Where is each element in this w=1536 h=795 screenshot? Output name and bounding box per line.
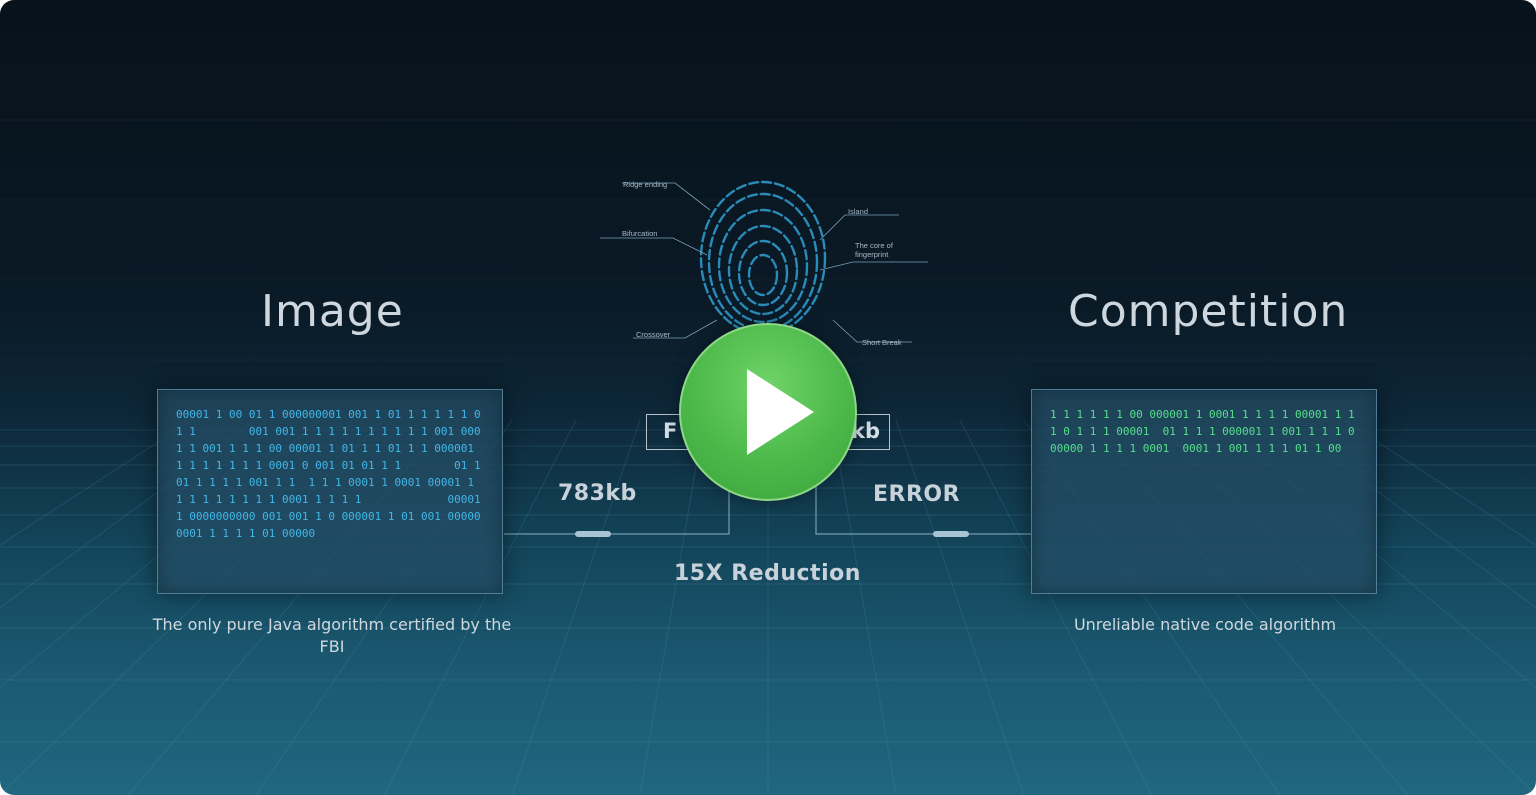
- caption-right: Unreliable native code algorithm: [1073, 615, 1337, 634]
- play-button[interactable]: [679, 323, 857, 501]
- annotation-island: Island: [848, 207, 869, 216]
- annotation-short-break: Short Break: [862, 338, 902, 347]
- reduction-label: 15X Reduction: [674, 561, 861, 586]
- left-title: Image: [261, 286, 404, 337]
- binary-panel-left: 00001 1 00 01 1 000000001 001 1 01 1 1 1…: [157, 389, 503, 594]
- caption-left: The only pure Java algorithm certified b…: [152, 615, 512, 656]
- size-label-right: ERROR: [873, 482, 961, 507]
- size-label-left: 783kb: [558, 481, 637, 506]
- binary-text-left: 00001 1 00 01 1 000000001 001 1 01 1 1 1…: [176, 408, 488, 540]
- annotation-core: The core of fingerprint: [855, 241, 893, 259]
- annotation-crossover: Crossover: [636, 330, 671, 339]
- binary-text-right: 1 1 1 1 1 1 00 000001 1 0001 1 1 1 1 000…: [1050, 408, 1362, 455]
- play-icon: [747, 369, 814, 455]
- binary-panel-right: 1 1 1 1 1 1 00 000001 1 0001 1 1 1 1 000…: [1031, 389, 1377, 594]
- annotation-bifurcation: Bifurcation: [622, 229, 658, 238]
- right-title: Competition: [1068, 286, 1349, 337]
- annotation-ridge-ending: Ridge ending: [623, 180, 668, 189]
